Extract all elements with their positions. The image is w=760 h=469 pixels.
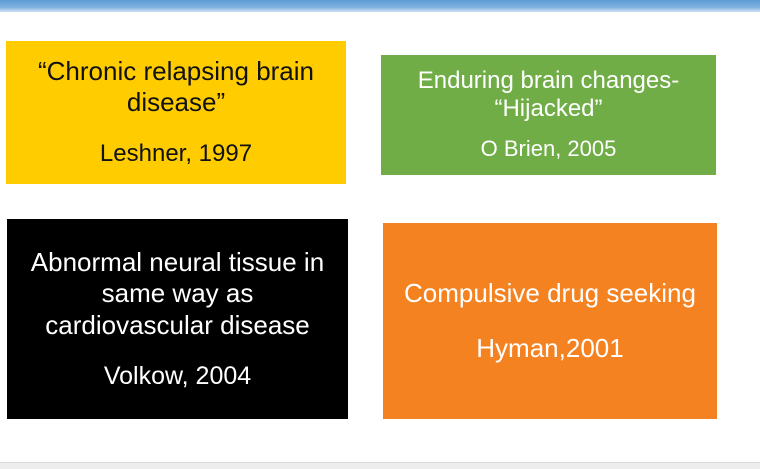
definition-box-volkow: Abnormal neural tissue in same way as ca…	[7, 219, 348, 419]
definition-citation: Hyman,2001	[476, 333, 624, 363]
definition-box-obrien: Enduring brain changes- “Hijacked” O Bri…	[381, 55, 716, 175]
definition-citation: Volkow, 2004	[103, 361, 252, 390]
definition-citation: Leshner, 1997	[99, 140, 253, 168]
definition-quote: Abnormal neural tissue in same way as ca…	[30, 247, 325, 340]
definition-quote: Compulsive drug seeking	[404, 277, 696, 308]
definition-quote: “Chronic relapsing brain disease”	[37, 55, 315, 118]
definition-quote: Enduring brain changes- “Hijacked”	[417, 67, 680, 122]
definition-box-leshner: “Chronic relapsing brain disease” Leshne…	[6, 41, 346, 184]
top-accent-bar	[0, 0, 760, 12]
definition-citation: O Brien, 2005	[480, 136, 617, 162]
bottom-divider	[0, 462, 760, 469]
definition-box-hyman: Compulsive drug seeking Hyman,2001	[383, 223, 717, 419]
